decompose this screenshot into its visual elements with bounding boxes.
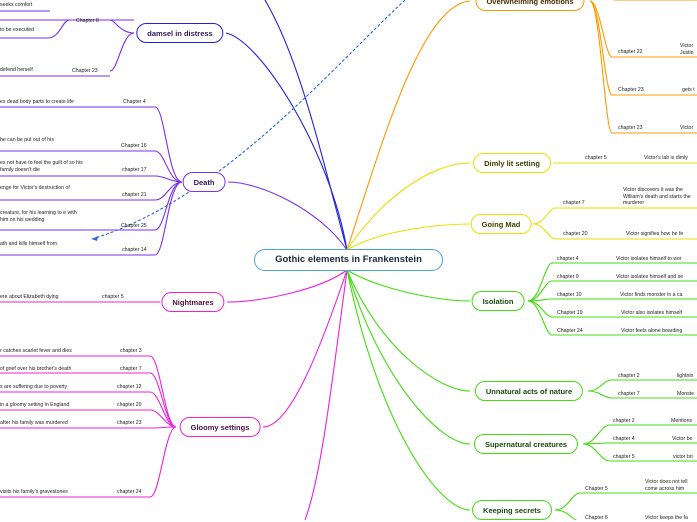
leaf-text[interactable]: in a gloomy setting in England	[0, 402, 70, 408]
leaf-text[interactable]: Victor keeps the fa	[645, 515, 688, 521]
leaf-text[interactable]: Mentions	[671, 418, 693, 424]
chapter-label[interactable]: Chapter 4	[123, 99, 146, 105]
topic-gloomy-settings[interactable]: Gloomy settings	[179, 417, 261, 437]
leaf-text[interactable]: ere about Elizabeth dying	[0, 294, 59, 300]
chapter-label[interactable]: chapter 12	[117, 384, 142, 390]
chapter-label[interactable]: chapter 24	[117, 489, 142, 495]
chapter-label[interactable]: chapter 4	[557, 256, 579, 262]
leaf-text[interactable]: visits his family's gravestones	[0, 489, 68, 495]
chapter-label[interactable]: chapter 5	[102, 294, 124, 300]
chapter-label[interactable]: chapter 23	[618, 125, 643, 131]
leaf-text[interactable]: Victor does not tell come across him	[645, 479, 688, 492]
chapter-label[interactable]: chapter 7	[618, 391, 640, 397]
chapter-label[interactable]: chapter 5	[585, 155, 607, 161]
chapter-label[interactable]: Chapter 23	[72, 68, 98, 74]
leaf-text[interactable]: Victor finds monster in a ca	[620, 292, 683, 298]
leaf-text[interactable]: victor bri	[673, 454, 693, 460]
leaf-text[interactable]: es not have to feel the guilt of so his …	[0, 160, 83, 173]
chapter-label[interactable]: chapter 20	[563, 231, 588, 237]
topic-supernatural-creatures[interactable]: Supernatural creatures	[473, 434, 579, 454]
leaf-text[interactable]: Victor isolates himself and se	[616, 274, 684, 280]
leaf-text[interactable]: after his family was murdered	[0, 420, 68, 426]
leaf-text[interactable]: to be executed	[0, 27, 35, 33]
chapter-label[interactable]: Chapter 24	[557, 328, 583, 334]
leaf-text[interactable]: he can be put out of his	[0, 137, 54, 143]
topic-isolation[interactable]: Isolation	[471, 291, 525, 311]
leaf-text[interactable]: Victor Justin	[680, 43, 694, 56]
leaf-text[interactable]: creature, for his learning to e with him…	[0, 210, 77, 223]
chapter-label[interactable]: chapter 23	[117, 420, 142, 426]
chapter-label[interactable]: chapter 3	[120, 348, 142, 354]
chapter-label[interactable]: chapter 14	[122, 247, 147, 253]
leaf-text[interactable]: Victor isolates himself to wor	[616, 256, 682, 262]
chapter-label[interactable]: Chapter 8	[76, 18, 99, 24]
leaf-text[interactable]: Victor	[680, 125, 694, 131]
chapter-label[interactable]: Chapter 6	[585, 515, 608, 521]
leaf-text[interactable]: of grief over his brother's death	[0, 366, 72, 372]
chapter-label[interactable]: Chapter 25	[121, 223, 147, 229]
leaf-text[interactable]: Victor discovers it was the William's de…	[623, 187, 691, 206]
leaf-text[interactable]: Victor's lab is dimly	[644, 155, 688, 161]
leaf-text[interactable]: defend herself	[0, 67, 33, 73]
chapter-label[interactable]: chapter 7	[120, 366, 142, 372]
leaf-text[interactable]: gets t	[682, 87, 695, 93]
topic-overwhelming-emotions[interactable]: Overwhelming emotions	[475, 0, 585, 11]
chapter-label[interactable]: chapter 4	[613, 436, 635, 442]
topic-death[interactable]: Death	[182, 172, 226, 192]
leaf-text[interactable]: Victor be	[672, 436, 693, 442]
leaf-text[interactable]: Victor feels alone boarding	[621, 328, 683, 334]
chapter-label[interactable]: chapter 2	[618, 373, 640, 379]
chapter-label[interactable]: chapter 10	[557, 292, 582, 298]
topic-damsel-in-distress[interactable]: damsel in distress	[136, 23, 224, 43]
leaf-text[interactable]: es dead body parts to create life	[0, 99, 74, 105]
topic-going-mad[interactable]: Going Mad	[470, 214, 532, 234]
leaf-text[interactable]: lightnin	[677, 373, 694, 379]
chapter-label[interactable]: chapter 21	[122, 192, 147, 198]
leaf-text[interactable]: r catches scarlet fever and dies	[0, 348, 72, 354]
chapter-label[interactable]: chapter 5	[613, 454, 635, 460]
chapter-label[interactable]: chapter 22	[618, 49, 643, 55]
chapter-label[interactable]: Chapter 16	[121, 143, 147, 149]
leaf-text[interactable]: Victor also isolates himself	[621, 310, 683, 316]
central-topic[interactable]: Gothic elements in Frankenstein	[254, 249, 443, 271]
leaf-text[interactable]: Victor signifies how he fe	[626, 231, 684, 237]
chapter-label[interactable]: Chapter 19	[557, 310, 583, 316]
chapter-label[interactable]: Chapter 23	[618, 87, 644, 93]
topic-keeping-secrets[interactable]: Keeping secrets	[472, 500, 552, 520]
chapter-label[interactable]: Chapter 5	[585, 486, 608, 492]
leaf-text[interactable]: enge for Victor's destruction of	[0, 185, 70, 191]
topic-dimly-lit-setting[interactable]: Dimly lit setting	[473, 153, 551, 173]
chapter-label[interactable]: chapter 20	[117, 402, 142, 408]
topic-nightmares[interactable]: Nightmares	[161, 292, 225, 312]
leaf-text[interactable]: Monste	[677, 391, 695, 397]
chapter-label[interactable]: chapter 9	[557, 274, 579, 280]
chapter-label[interactable]: chapter 2	[613, 418, 635, 424]
leaf-text[interactable]: ath and kills himself from	[0, 241, 58, 247]
leaf-text[interactable]: s are suffering due to poverty	[0, 384, 68, 390]
chapter-label[interactable]: chapter 17	[122, 167, 147, 173]
topic-unnatural-acts-of-nature[interactable]: Unnatural acts of nature	[474, 381, 584, 401]
leaf-text[interactable]: seeks comfort	[0, 2, 33, 8]
chapter-label[interactable]: chapter 7	[563, 200, 585, 206]
